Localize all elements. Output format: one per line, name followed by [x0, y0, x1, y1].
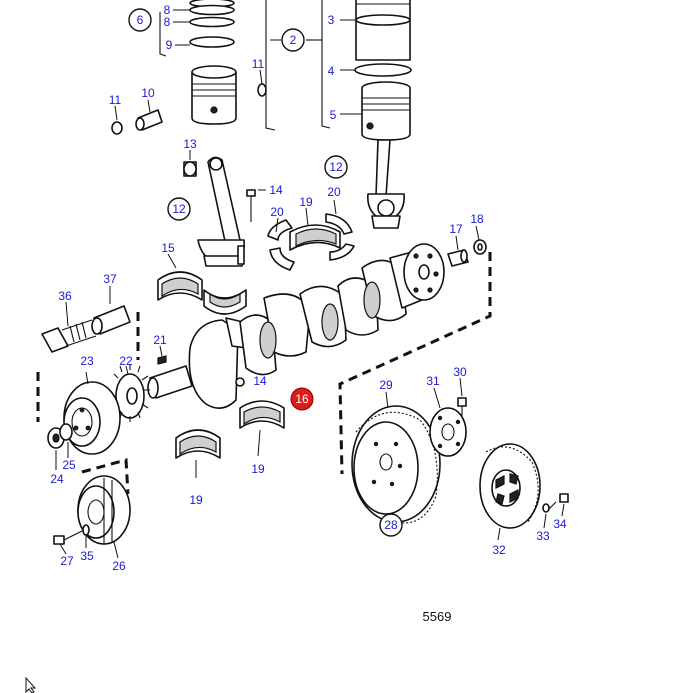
svg-text:12: 12: [172, 202, 186, 216]
piston-rings: [189, 0, 235, 48]
callout-32: 32: [492, 543, 506, 557]
callout-34: 34: [553, 517, 567, 531]
svg-text:6: 6: [137, 13, 144, 27]
seal-ring: [473, 239, 487, 255]
crank-bolt: [41, 319, 97, 353]
connecting-rod: [183, 156, 245, 267]
callout-33: 33: [536, 529, 550, 543]
callout-35: 35: [80, 549, 94, 563]
flange-bolt: [457, 397, 467, 416]
callout-24: 24: [50, 472, 64, 486]
flex-plate-bolt: [547, 493, 569, 511]
callout-19c: 19: [189, 493, 203, 507]
main-bearing-shell-lower-2: [239, 400, 285, 429]
drawing-number: 5569: [423, 609, 452, 624]
callout-15: 15: [161, 241, 175, 255]
gudgeon-pin: [135, 109, 163, 131]
callout-23: 23: [80, 354, 94, 368]
callout-9: 9: [166, 38, 173, 52]
cylinder-liner: [355, 0, 411, 61]
crank-gear: [111, 364, 150, 422]
callout-30: 30: [453, 365, 467, 379]
callout-11a: 11: [109, 93, 122, 107]
pulley-bolt: [53, 524, 90, 545]
callout-14b: 14: [253, 374, 267, 388]
main-bearing-shell-lower-1: [175, 429, 221, 459]
callout-2: 2: [281, 28, 305, 52]
callout-12b: 12: [167, 197, 191, 221]
mouse-pointer-icon: [25, 676, 37, 693]
crankshaft: [147, 243, 445, 409]
callout-37: 37: [103, 272, 117, 286]
callout-20b: 20: [270, 205, 284, 219]
callout-3: 3: [328, 13, 335, 27]
bearing-cap-bolt: [235, 377, 245, 387]
callout-26: 26: [112, 559, 126, 573]
callout-20a: 20: [327, 185, 341, 199]
callout-25: 25: [62, 458, 76, 472]
rod-bolt: [246, 189, 256, 222]
callout-21: 21: [153, 333, 167, 347]
callout-36: 36: [58, 289, 72, 303]
callout-27: 27: [60, 554, 74, 568]
svg-text:2: 2: [290, 33, 297, 47]
callout-5: 5: [330, 108, 337, 122]
flywheel: [351, 405, 441, 524]
callout-16-highlighted[interactable]: 16: [290, 387, 314, 411]
callout-8a: 8: [164, 3, 171, 17]
callout-10: 10: [141, 86, 155, 100]
piston-assembly: [361, 81, 411, 229]
pilot-bearing: [447, 249, 469, 267]
washer-and-nut: [47, 423, 73, 449]
svg-text:12: 12: [329, 160, 343, 174]
big-end-bearing-upper: [157, 271, 203, 301]
crank-pulley: [63, 381, 121, 455]
spacer-sleeve: [91, 305, 131, 335]
main-bearing-shell-upper: [289, 224, 341, 251]
flex-plate: [479, 443, 541, 529]
svg-text:28: 28: [384, 518, 398, 532]
callout-11b: 11: [252, 57, 265, 71]
callout-29: 29: [379, 378, 393, 392]
callout-17: 17: [449, 222, 463, 236]
callout-4: 4: [328, 64, 335, 78]
callout-31: 31: [426, 374, 440, 388]
callout-13: 13: [183, 137, 197, 151]
svg-text:16: 16: [295, 392, 309, 406]
thrust-washer: [267, 219, 295, 271]
callout-28: 28: [379, 513, 403, 537]
thrust-washer-2: [325, 213, 355, 261]
callout-19b: 19: [251, 462, 265, 476]
callout-19a: 19: [299, 195, 313, 209]
callout-14a: 14: [269, 183, 283, 197]
big-end-bearing-lower: [203, 289, 247, 315]
piston: [191, 65, 237, 125]
callout-18: 18: [470, 212, 484, 226]
callout-6: 6: [128, 8, 152, 32]
liner-seal-ring: [354, 63, 412, 77]
drive-flange: [429, 407, 467, 457]
callout-22: 22: [119, 354, 133, 368]
callout-8b: 8: [164, 15, 171, 29]
callout-12a: 12: [324, 155, 348, 179]
